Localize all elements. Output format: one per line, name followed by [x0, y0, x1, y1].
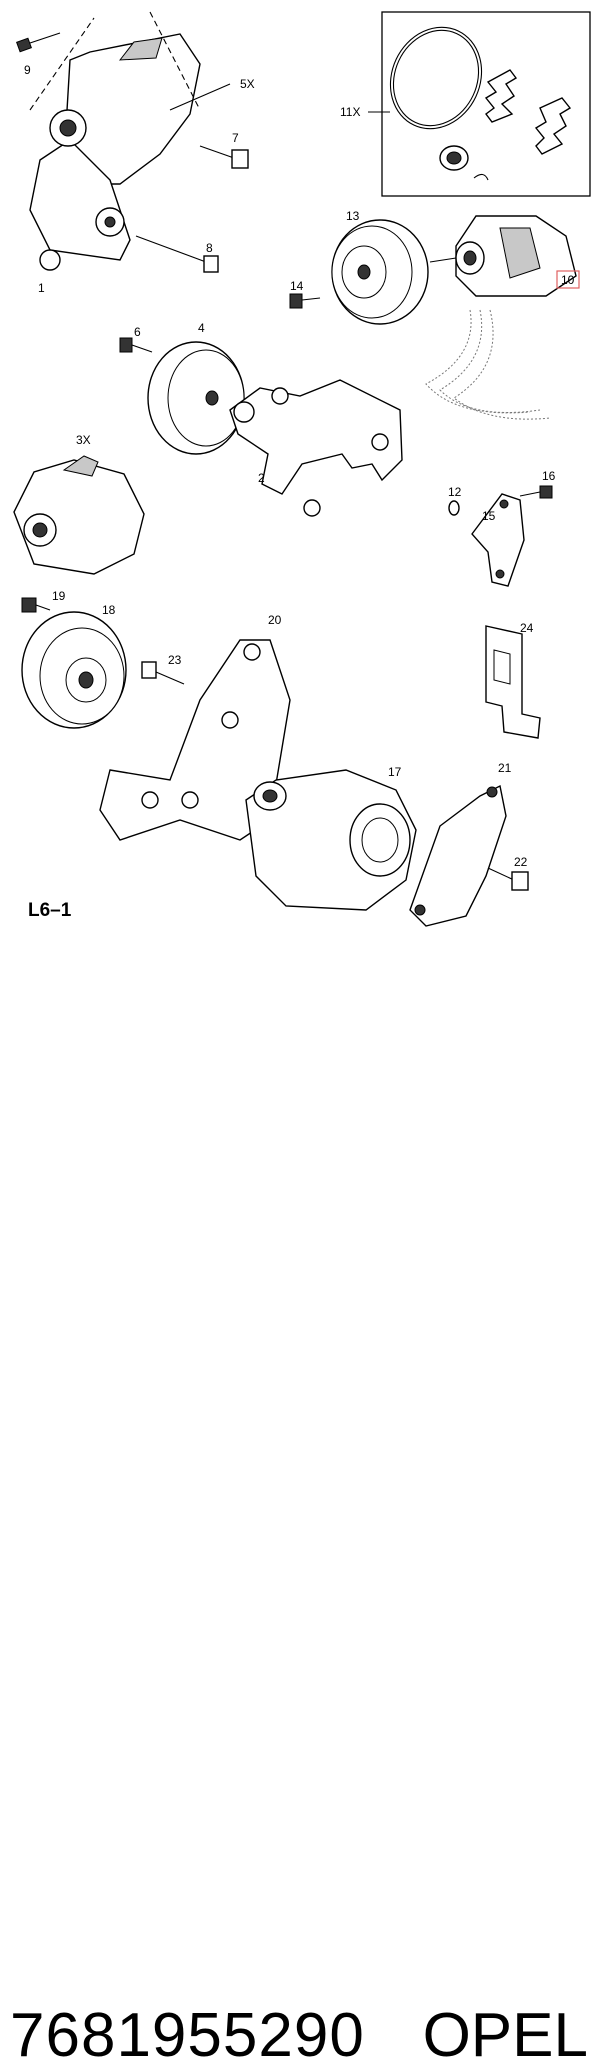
pulley-18: 18: [21, 603, 127, 729]
callout-1: 1: [38, 281, 45, 295]
callout-20: 20: [268, 613, 282, 627]
bolt-22: 22: [487, 855, 529, 891]
callout-5x: 5X: [240, 77, 255, 91]
bolt-23: 23: [141, 653, 185, 685]
pulley-13: 13: [331, 209, 429, 325]
callout-11x: 11X: [340, 105, 360, 119]
bolt-16: 16: [519, 469, 556, 499]
callout-16: 16: [542, 469, 556, 483]
page-label: L6–1: [28, 900, 72, 921]
callout-14: 14: [290, 279, 304, 293]
bolt-9: 9: [16, 32, 61, 77]
callout-15: 15: [482, 509, 496, 523]
bolt-19: 19: [21, 589, 66, 613]
callout-18: 18: [102, 603, 116, 617]
callout-10: 10: [561, 273, 575, 287]
brand-name: OPEL: [422, 2001, 588, 2070]
kit-box-11x: 11X: [340, 11, 591, 197]
bracket-2: 2: [229, 379, 403, 517]
callout-7: 7: [232, 131, 239, 145]
bracket-20: 20: [99, 613, 291, 841]
callout-13: 13: [346, 209, 360, 223]
bolt-6: 6: [119, 325, 153, 353]
bolt-14: 14: [289, 279, 321, 309]
callout-24: 24: [520, 621, 534, 635]
bolt-7: 7: [199, 131, 249, 169]
callout-22: 22: [514, 855, 528, 869]
pump-assembly-top: 5X 1: [29, 11, 255, 295]
callout-23: 23: [168, 653, 182, 667]
callout-21: 21: [498, 761, 512, 775]
bracket-15: 15: [471, 493, 525, 587]
footer: 7681955290 OPEL: [0, 996, 600, 2070]
pump-10: 10: [429, 215, 580, 297]
callout-6: 6: [134, 325, 141, 339]
callout-3x: 3X: [76, 433, 91, 447]
part-number: 7681955290: [10, 2001, 365, 2070]
callout-12: 12: [448, 485, 462, 499]
callout-17: 17: [388, 765, 402, 779]
callout-10-highlight-box: [556, 270, 580, 289]
bracket-24: 24: [485, 621, 541, 739]
callout-9: 9: [24, 63, 31, 77]
washer-12: 12: [448, 485, 462, 516]
callout-2: 2: [258, 471, 265, 485]
callout-19: 19: [52, 589, 66, 603]
pulley-4: 4: [147, 321, 245, 455]
belt-outline: [425, 309, 551, 420]
callout-8: 8: [206, 241, 213, 255]
bolt-8: 8: [135, 235, 219, 273]
pump-17: 17: [245, 765, 417, 911]
exploded-parts-diagram: 11X 5X 1 9 7 8 13: [13, 11, 591, 927]
pump-3x: 3X: [13, 433, 145, 575]
bracket-21: 21: [409, 761, 512, 927]
callout-4: 4: [198, 321, 205, 335]
